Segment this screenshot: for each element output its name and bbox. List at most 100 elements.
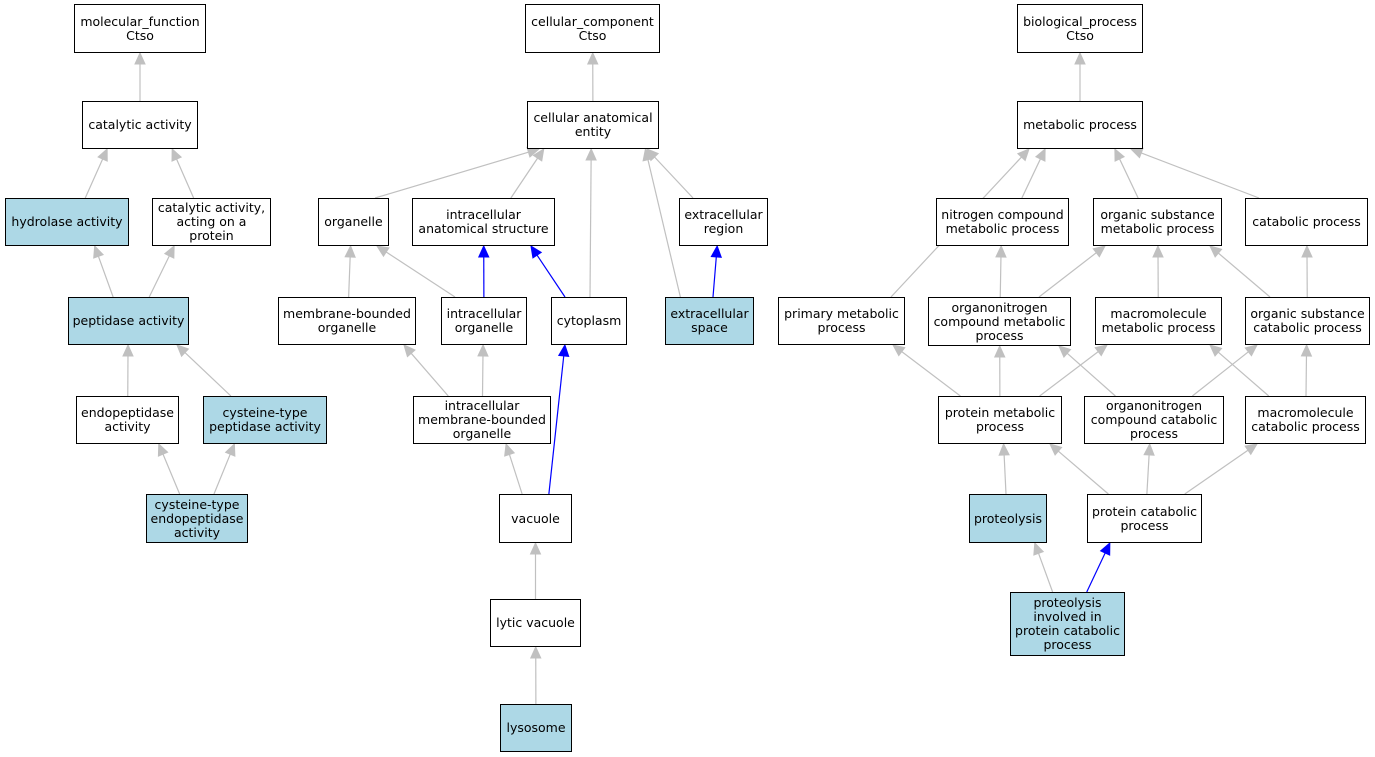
edge-line	[508, 454, 523, 495]
edge-arrowhead	[1143, 442, 1155, 456]
edge-osmp-to-met	[1114, 147, 1139, 199]
edge-lytic-to-vac	[529, 541, 542, 599]
edge-line	[654, 156, 694, 199]
go-term-node-cc[interactable]: cellular_component Ctso	[525, 4, 660, 53]
go-term-node-cyto[interactable]: cytoplasm	[551, 297, 627, 345]
edge-arrowhead	[134, 51, 146, 65]
edge-mbo-to-org	[344, 244, 356, 298]
edge-arrowhead	[532, 147, 545, 162]
edge-exreg-to-cae	[646, 148, 694, 199]
edge-arrowhead	[93, 244, 105, 259]
edge-arrowhead	[1244, 344, 1258, 357]
edge-line	[548, 355, 565, 495]
edge-catprot-to-cat	[171, 147, 195, 199]
edge-line	[1086, 552, 1106, 593]
edge-oscp-to-osmp	[1209, 245, 1271, 298]
go-term-node-catprot[interactable]: catalytic activity, acting on a protein	[152, 198, 271, 246]
go-term-node-bp[interactable]: biological_process Ctso	[1017, 4, 1143, 53]
edge-arrowhead	[122, 343, 134, 357]
go-term-node-io[interactable]: intracellular organelle	[441, 297, 527, 345]
edge-arrowhead	[585, 147, 597, 161]
edge-arrowhead	[1099, 541, 1111, 556]
edge-line	[148, 255, 170, 298]
edge-line	[510, 157, 539, 199]
edge-pcp-to-onccp	[1143, 442, 1155, 495]
edge-hyd-to-cat	[84, 147, 108, 199]
edge-line	[97, 256, 114, 298]
edge-line	[589, 159, 592, 298]
go-term-node-osmp[interactable]: organic substance metabolic process	[1093, 198, 1222, 246]
go-term-node-cystpep[interactable]: cysteine-type peptidase activity	[203, 396, 327, 444]
go-term-node-imbo[interactable]: intracellular membrane-bounded organelle	[413, 396, 551, 444]
edge-arrowhead	[1074, 51, 1086, 65]
edge-arrowhead	[1209, 344, 1223, 357]
edge-arrowhead	[557, 343, 570, 358]
go-term-node-lys[interactable]: lysosome	[500, 704, 572, 752]
edge-line	[999, 256, 1002, 298]
go-term-node-protmp[interactable]: protein metabolic process	[938, 396, 1062, 444]
edge-ias-to-cae	[510, 147, 545, 199]
edge-arrowhead	[1058, 345, 1072, 358]
go-term-node-pep[interactable]: peptidase activity	[68, 297, 189, 345]
go-term-node-oncmp[interactable]: organonitrogen compound metabolic proces…	[928, 297, 1071, 346]
go-term-node-hyd[interactable]: hydrolase activity	[5, 198, 129, 246]
go-term-node-org[interactable]: organelle	[318, 198, 389, 246]
edge-cystendo-to-endo	[157, 442, 181, 495]
go-term-node-pmp[interactable]: primary metabolic process	[778, 297, 905, 345]
edge-imbo-to-mbo	[403, 344, 449, 397]
edge-endo-to-pep	[122, 343, 134, 397]
edge-mcp-to-mmp	[1209, 344, 1270, 397]
go-term-node-cystendo[interactable]: cysteine-type endopeptidase activity	[146, 494, 248, 543]
go-term-node-mmp[interactable]: macromolecule metabolic process	[1095, 297, 1222, 345]
edge-line	[176, 158, 195, 199]
edge-line	[1192, 351, 1249, 397]
edge-protmp-to-oncmp	[993, 344, 1006, 397]
go-term-node-exreg[interactable]: extracellular region	[679, 198, 768, 246]
go-term-node-lytic[interactable]: lytic vacuole	[490, 599, 581, 647]
edge-line	[213, 453, 231, 495]
edge-mmp-to-osmp	[1152, 244, 1164, 298]
edge-arrowhead	[1094, 344, 1108, 357]
go-term-node-pcp[interactable]: protein catabolic process	[1087, 494, 1202, 543]
go-term-node-ias[interactable]: intracellular anatomical structure	[412, 198, 555, 246]
edge-line	[1003, 454, 1007, 495]
edge-protmp-to-pmp	[892, 344, 961, 397]
edge-line	[1037, 553, 1054, 593]
edge-exsp-to-exreg	[710, 244, 723, 298]
go-term-node-met[interactable]: metabolic process	[1017, 101, 1143, 149]
edge-line	[712, 256, 717, 298]
go-term-node-cat[interactable]: catalytic activity	[82, 101, 198, 149]
edge-pcp-to-protmp	[1049, 443, 1109, 495]
edge-ncmp-to-met	[1021, 147, 1046, 199]
go-term-node-exsp[interactable]: extracellular space	[665, 297, 754, 345]
edge-arrowhead	[529, 541, 542, 555]
edge-line	[1217, 252, 1271, 298]
go-term-node-vac[interactable]: vacuole	[499, 494, 572, 543]
edge-arrowhead	[1152, 244, 1164, 258]
go-term-node-ncmp[interactable]: nitrogen compound metabolic process	[936, 198, 1069, 246]
edge-io-to-org	[375, 245, 456, 298]
edge-arrowhead	[1209, 245, 1223, 258]
go-term-node-endo[interactable]: endopeptidase activity	[76, 396, 179, 444]
go-term-node-mf[interactable]: molecular_function Ctso	[74, 4, 206, 53]
go-term-node-prot[interactable]: proteolysis	[969, 494, 1047, 543]
edge-line	[1021, 158, 1041, 199]
edge-onccp-to-oncmp	[1058, 345, 1116, 397]
go-term-node-cae[interactable]: cellular anatomical entity	[527, 101, 659, 149]
edge-arrowhead	[504, 442, 516, 457]
edge-line	[410, 352, 449, 397]
edge-line	[184, 352, 232, 397]
edge-io-to-ias	[477, 244, 490, 298]
edge-line	[901, 351, 961, 397]
edge-oscp-to-catproc	[1301, 244, 1313, 298]
go-term-node-mcp[interactable]: macromolecule catabolic process	[1245, 396, 1366, 444]
edge-line	[1184, 449, 1249, 495]
edge-cystendo-to-cystpep	[213, 442, 236, 495]
go-term-node-catproc[interactable]: catabolic process	[1245, 198, 1368, 246]
go-term-node-onccp[interactable]: organonitrogen compound catabolic proces…	[1084, 396, 1224, 444]
go-term-node-pipcp[interactable]: proteolysis involved in protein cataboli…	[1010, 592, 1125, 656]
edge-oncmp-to-osmp	[1038, 245, 1106, 298]
go-term-node-oscp[interactable]: organic substance catabolic process	[1245, 297, 1370, 345]
go-term-node-mbo[interactable]: membrane-bounded organelle	[278, 297, 416, 345]
